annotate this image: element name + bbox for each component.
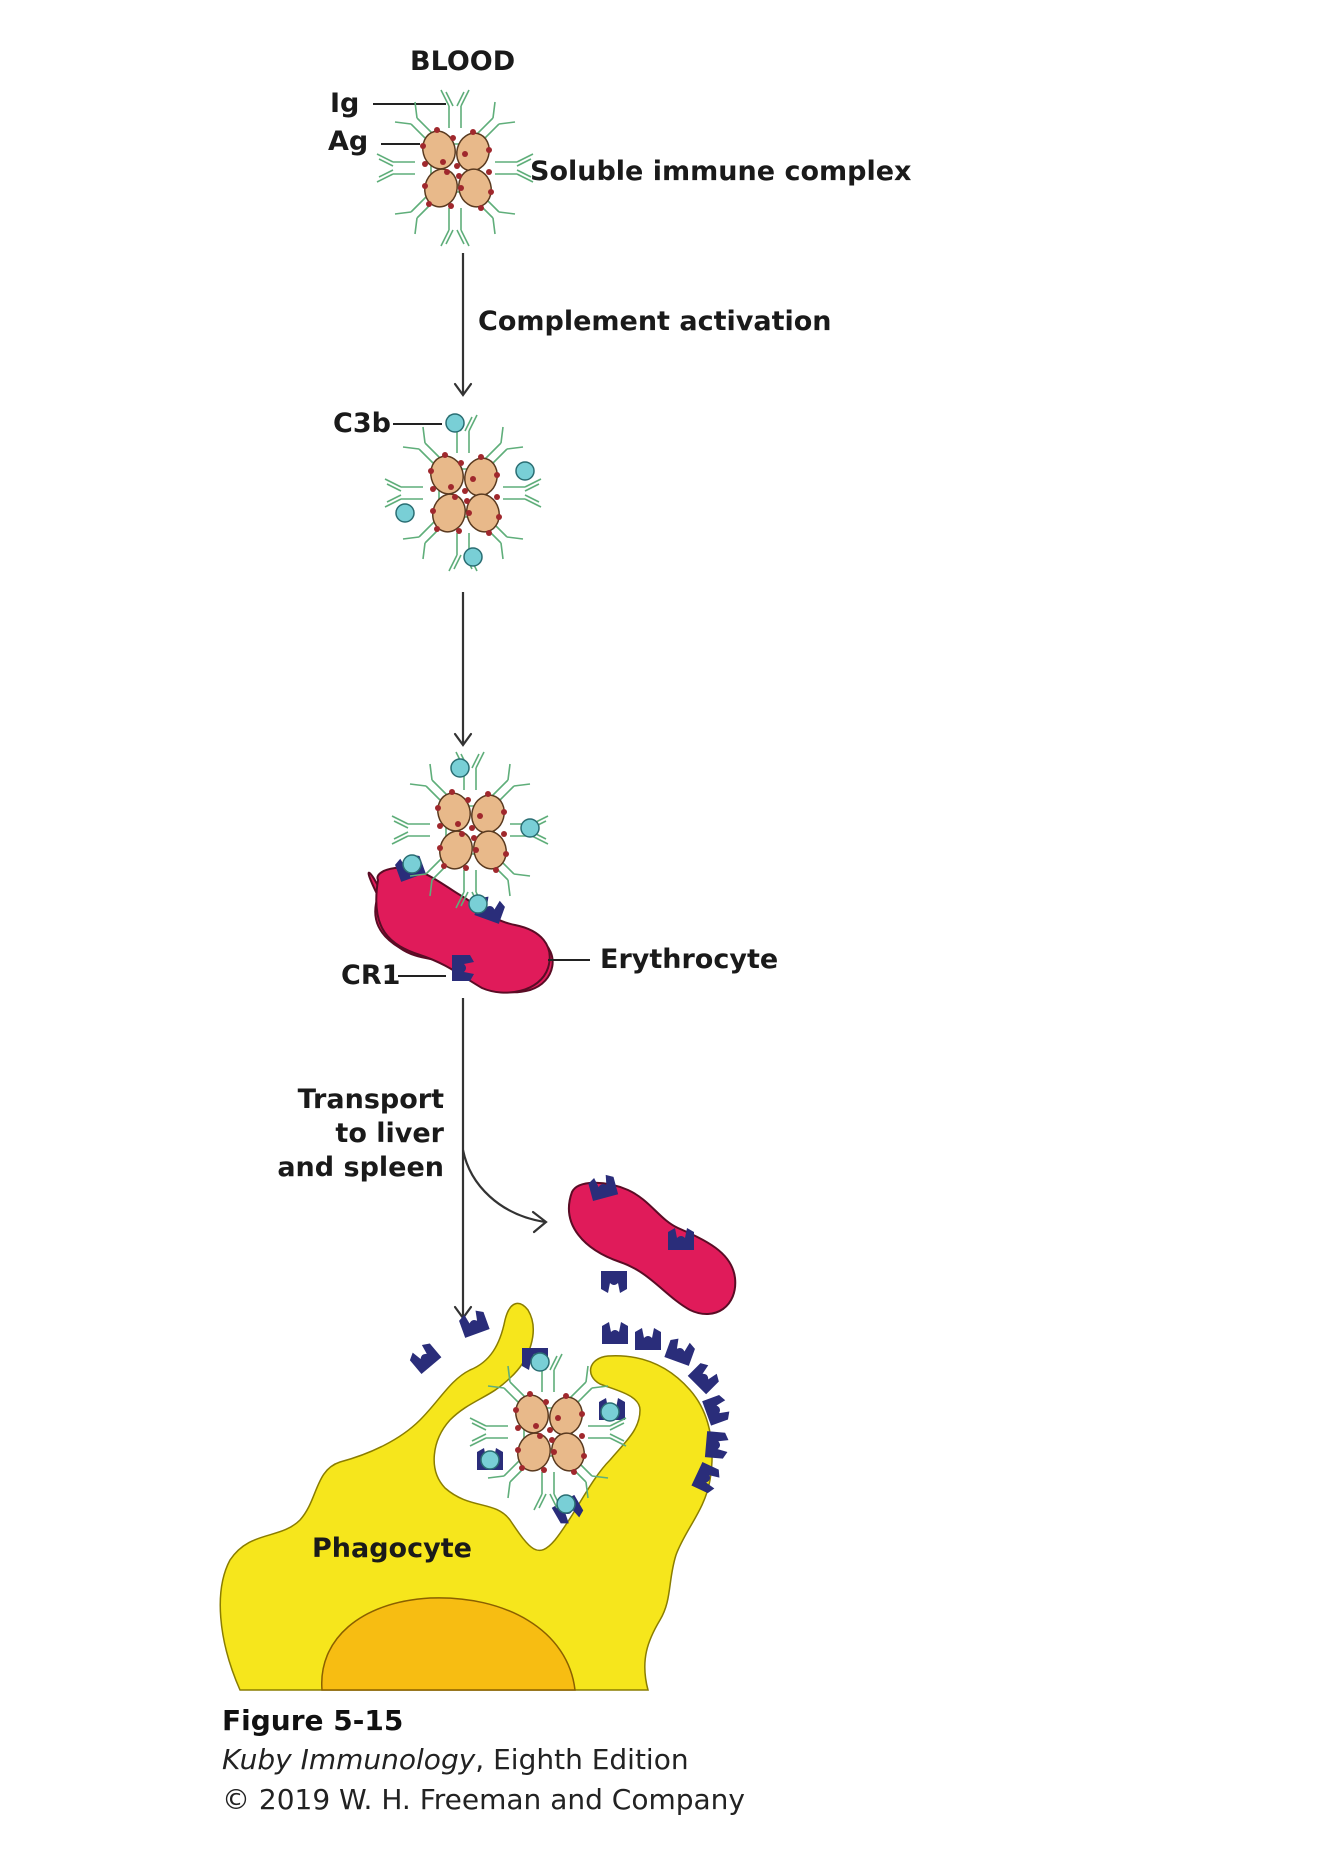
soluble-complex-label: Soluble immune complex [530, 156, 911, 187]
transport-label-line1: Transport [298, 1084, 444, 1115]
phagocyte-nucleus [321, 1597, 576, 1691]
arrowhead-2 [453, 732, 473, 747]
arrow-erythrocyte-release [461, 1149, 546, 1224]
transport-label-line2: to liver [335, 1118, 444, 1149]
soluble-immune-complex [377, 90, 533, 246]
c3b-label: C3b [333, 408, 391, 439]
phagocyte-cell [219, 1302, 732, 1691]
book-title: Kuby Immunology [222, 1743, 476, 1776]
figure-number: Figure 5-15 [222, 1704, 403, 1737]
c3b-coated-complex [385, 413, 541, 571]
ag-label: Ag [328, 126, 368, 157]
phagocyte-label: Phagocyte [312, 1533, 472, 1564]
erythrocyte-label: Erythrocyte [600, 944, 778, 975]
arrowhead-1 [453, 382, 473, 397]
book-citation: Kuby Immunology, Eighth Edition [222, 1743, 689, 1776]
copyright-line: © 2019 W. H. Freeman and Company [222, 1783, 745, 1816]
erythrocyte-bound-complex [367, 752, 554, 994]
book-edition: , Eighth Edition [475, 1743, 688, 1776]
cr1-label: CR1 [341, 960, 400, 991]
released-erythrocyte [567, 1173, 737, 1315]
ig-label: Ig [330, 88, 359, 119]
complement-activation-label: Complement activation [478, 306, 832, 337]
blood-label: BLOOD [410, 46, 515, 77]
arrowhead-4 [531, 1210, 548, 1234]
transport-label-line3: and spleen [277, 1152, 444, 1183]
